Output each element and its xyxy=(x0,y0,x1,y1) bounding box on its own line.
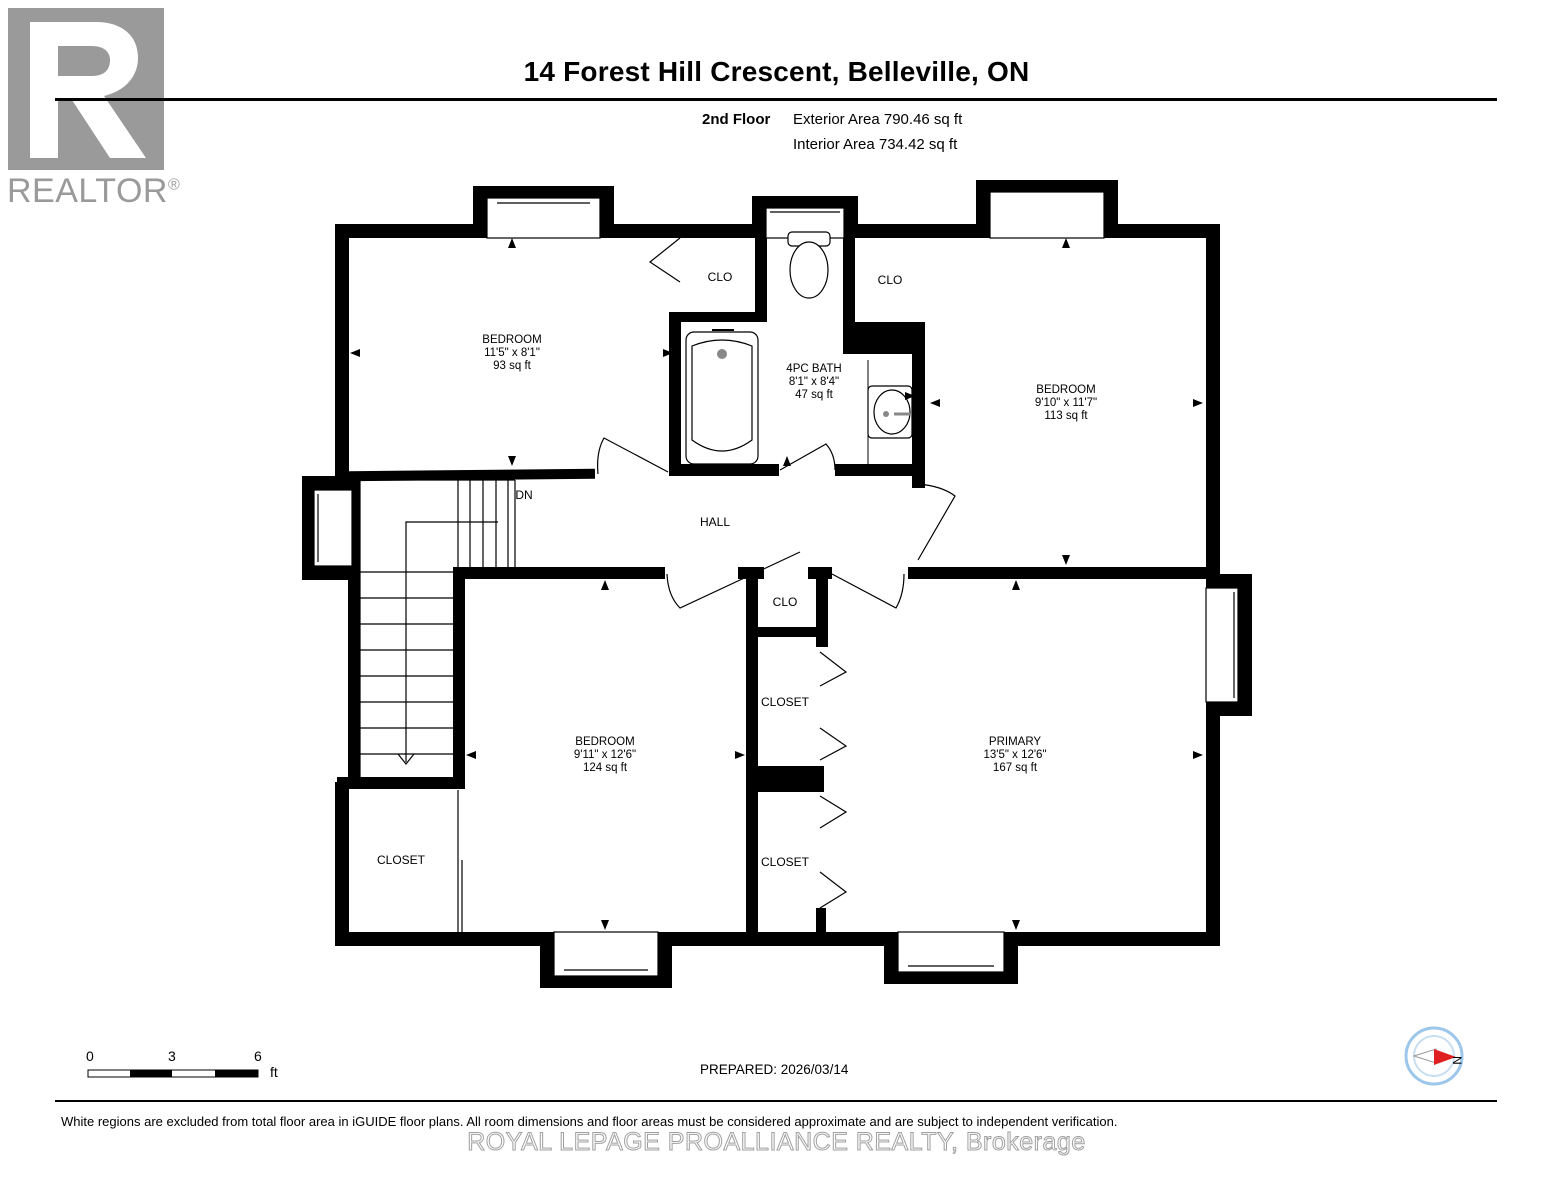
room-dims: 9'11" x 12'6" xyxy=(573,749,637,761)
label-hall: HALL xyxy=(699,515,731,529)
stairs xyxy=(359,479,516,777)
divider-bottom xyxy=(55,1100,1497,1102)
room-name: PRIMARY xyxy=(988,736,1042,748)
wall-east-lower xyxy=(1206,700,1220,945)
scale-unit: ft xyxy=(270,1064,278,1080)
logo-text: REALTOR xyxy=(7,172,168,210)
room-primary: PRIMARY 13'5" x 12'6" 167 sq ft xyxy=(983,736,1046,775)
floor-label: 2nd Floor xyxy=(702,111,771,128)
disclaimer: White regions are excluded from total fl… xyxy=(61,1114,1118,1129)
room-bedroom-sw: BEDROOM 9'11" x 12'6" 124 sq ft xyxy=(574,736,636,775)
page-title: 14 Forest Hill Crescent, Belleville, ON xyxy=(523,56,1030,87)
room-name: BEDROOM xyxy=(482,334,542,346)
wall-hall-south xyxy=(455,567,665,579)
realtor-logo-text: REALTOR® xyxy=(7,172,180,211)
exterior-area: Exterior Area 790.46 sq ft xyxy=(793,111,963,128)
wall-north-right xyxy=(1105,224,1220,238)
wall-east xyxy=(1206,224,1220,584)
wall-north-left xyxy=(335,224,475,238)
brokerage-watermark: ROYAL LEPAGE PROALLIANCE REALTY, Brokera… xyxy=(467,1128,1086,1157)
wall-mid-vert xyxy=(746,567,758,945)
room-dims: 9'10" x 11'7" xyxy=(1034,397,1098,409)
compass-icon xyxy=(1404,1026,1464,1086)
divider-top xyxy=(55,98,1497,101)
label-closet-mid-bottom: CLOSET xyxy=(760,855,810,869)
room-dims: 13'5" x 12'6" xyxy=(983,749,1047,761)
scale-tick-3: 3 xyxy=(168,1048,176,1064)
wall-south-mid xyxy=(670,932,885,946)
room-area: 124 sq ft xyxy=(582,762,628,774)
scale-tick-0: 0 xyxy=(86,1048,94,1064)
label-clo-hall: CLO xyxy=(772,595,798,609)
scale-bar xyxy=(87,1069,259,1078)
room-area: 93 sq ft xyxy=(493,360,531,372)
label-dn: DN xyxy=(515,488,533,502)
room-area: 47 sq ft xyxy=(795,389,833,401)
label-clo-nw: CLO xyxy=(707,270,733,284)
wall-clo-nw xyxy=(755,238,767,322)
compass-label: N xyxy=(1450,1056,1464,1065)
interior-area: Interior Area 734.42 sq ft xyxy=(793,136,958,153)
wall-north-mid2 xyxy=(843,224,978,238)
realtor-logo-icon xyxy=(8,8,164,170)
room-area: 167 sq ft xyxy=(992,762,1038,774)
room-name: BEDROOM xyxy=(1036,384,1096,396)
room-dims: 8'1" x 8'4" xyxy=(788,376,840,388)
room-name: 4PC BATH xyxy=(786,363,842,375)
wall-south-right xyxy=(1015,932,1220,946)
room-dims: 11'5" x 8'1" xyxy=(484,347,540,359)
wall-west-lower xyxy=(335,782,349,946)
label-closet-sw: CLOSET xyxy=(376,853,426,867)
wall-stair-east xyxy=(453,567,465,789)
scale-tick-6: 6 xyxy=(254,1048,262,1064)
room-bath: 4PC BATH 8'1" x 8'4" 47 sq ft xyxy=(786,363,841,402)
prepared-date: PREPARED: 2026/03/14 xyxy=(700,1062,849,1077)
label-clo-ne: CLO xyxy=(877,273,903,287)
wall-south-left xyxy=(335,932,540,946)
room-bedroom-nw: BEDROOM 11'5" x 8'1" 93 sq ft xyxy=(482,334,541,373)
room-area: 113 sq ft xyxy=(1044,410,1088,422)
wall-hall-north xyxy=(348,468,596,482)
registered-mark: ® xyxy=(167,176,181,194)
doors xyxy=(457,237,956,932)
room-name: BEDROOM xyxy=(575,736,635,748)
wall-west-upper xyxy=(335,224,349,478)
wall-bath-west xyxy=(669,312,681,474)
label-closet-mid-top: CLOSET xyxy=(760,695,810,709)
wall-north-mid1 xyxy=(600,224,755,238)
room-bedroom-ne: BEDROOM 9'10" x 11'7" 113 sq ft xyxy=(1035,384,1097,423)
